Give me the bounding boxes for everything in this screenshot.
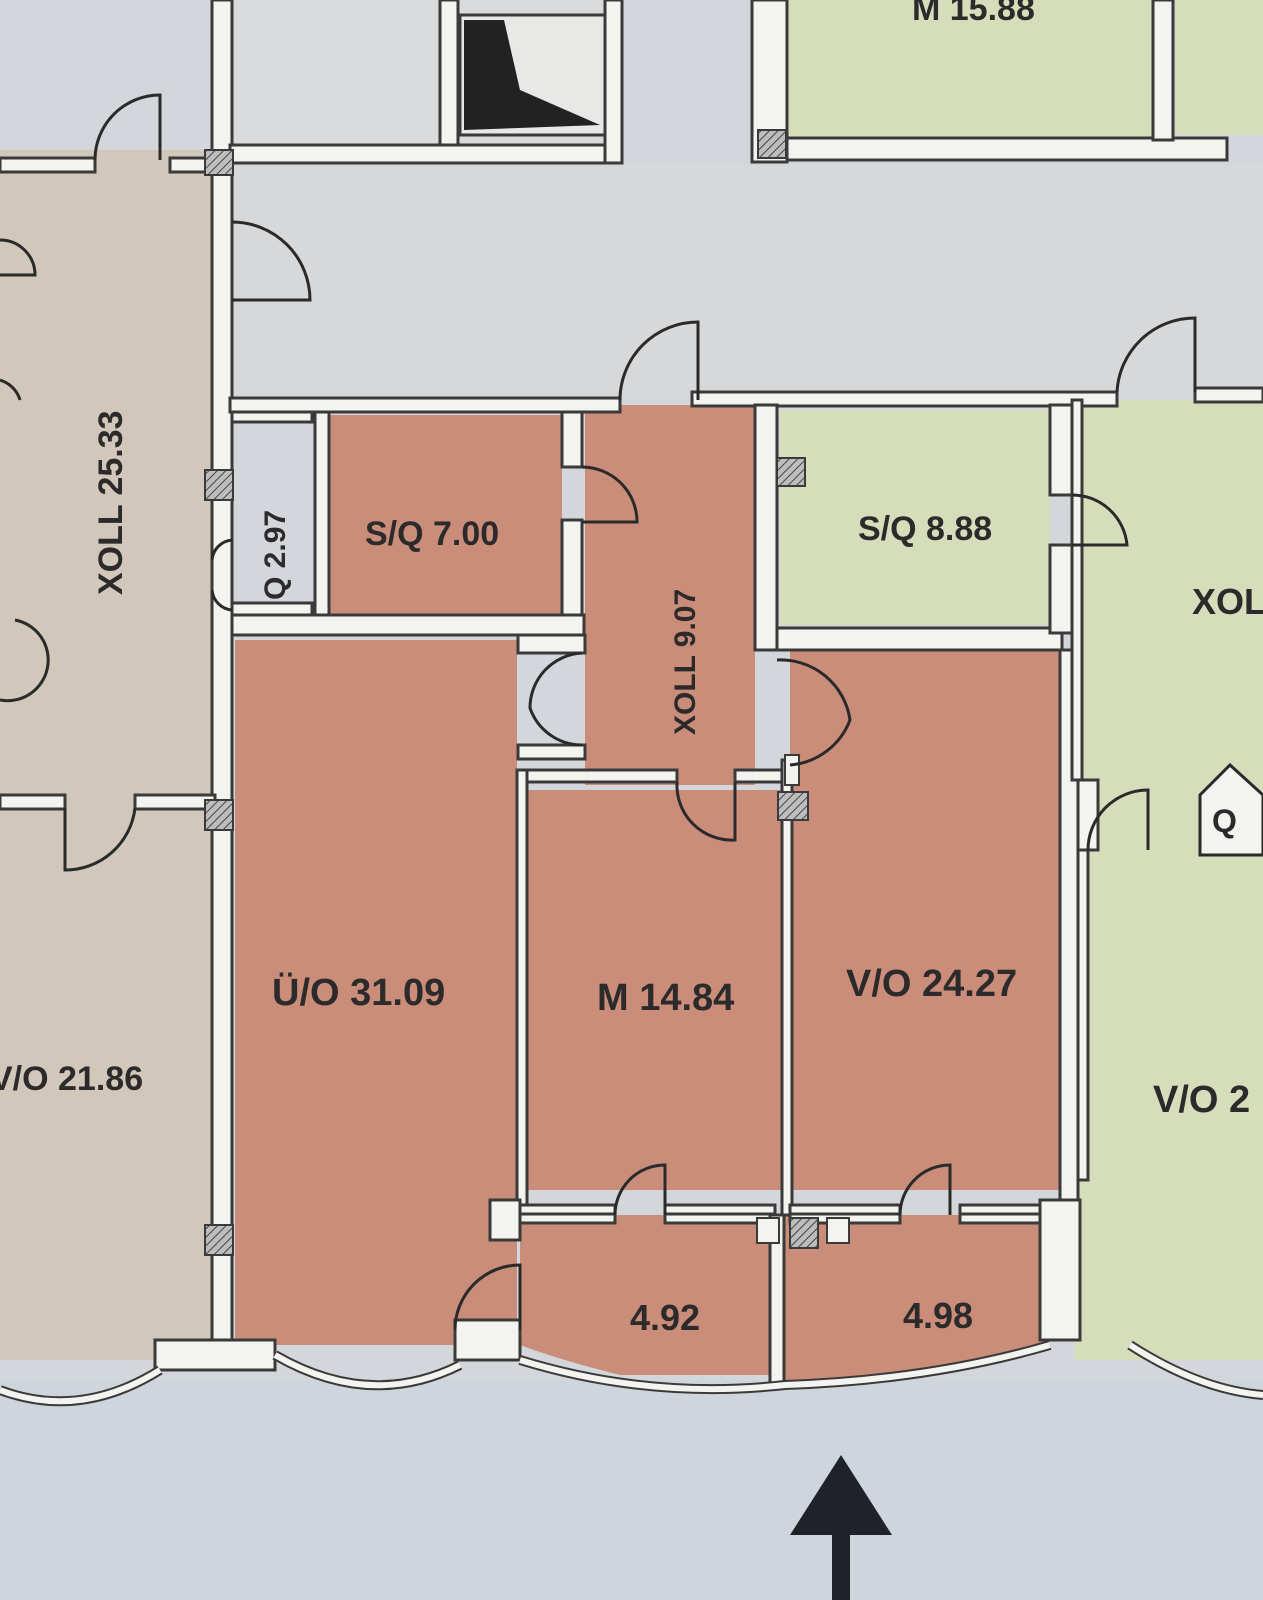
label-so-1: S/Q 7.00 (365, 515, 499, 553)
room-so-2 (780, 410, 1050, 625)
label-balcony-2: 4.98 (903, 1295, 973, 1336)
label-right-q: Q (1212, 803, 1237, 839)
top-m-room (788, 0, 1153, 140)
left-unit (0, 150, 220, 1360)
label-so-2: S/Q 8.88 (858, 510, 992, 548)
room-hall-2 (585, 405, 755, 785)
arrow-up-icon (790, 1455, 892, 1600)
bottom-exterior (0, 1380, 1263, 1600)
room-m (522, 790, 784, 1190)
label-vo: V/O 24.27 (846, 963, 1017, 1005)
room-balcony-2 (785, 1215, 1045, 1380)
room-vo (790, 650, 1060, 1190)
label-left-hall: XOLL 25.33 (92, 410, 130, 595)
label-right-hall: XOL (1192, 581, 1263, 622)
top-right-room (1175, 0, 1263, 135)
doors (0, 93, 1197, 1331)
right-unit (1075, 400, 1263, 1360)
room-balcony-1 (520, 1215, 775, 1375)
label-left-vo: V/O 21.86 (0, 1060, 143, 1098)
q-door (210, 538, 233, 612)
walls (0, 0, 1263, 1407)
label-right-vo: V/O 2 (1153, 1079, 1250, 1121)
right-q-box (1198, 762, 1263, 857)
selected-apartment (235, 405, 1060, 1380)
top-left-closet-shape (464, 20, 600, 130)
room-so-1 (330, 415, 562, 615)
label-balcony-1: 4.92 (630, 1297, 700, 1338)
columns (204, 129, 850, 1256)
label-top-m: M 15.88 (912, 0, 1035, 28)
label-uo: Ü/O 31.09 (272, 971, 445, 1014)
label-left-q: Q 2.97 (259, 510, 292, 600)
room-uo (235, 640, 517, 1345)
label-m: M 14.84 (597, 977, 734, 1019)
label-hall-2: XOLL 9.07 (669, 589, 702, 735)
corridor (230, 165, 1263, 400)
